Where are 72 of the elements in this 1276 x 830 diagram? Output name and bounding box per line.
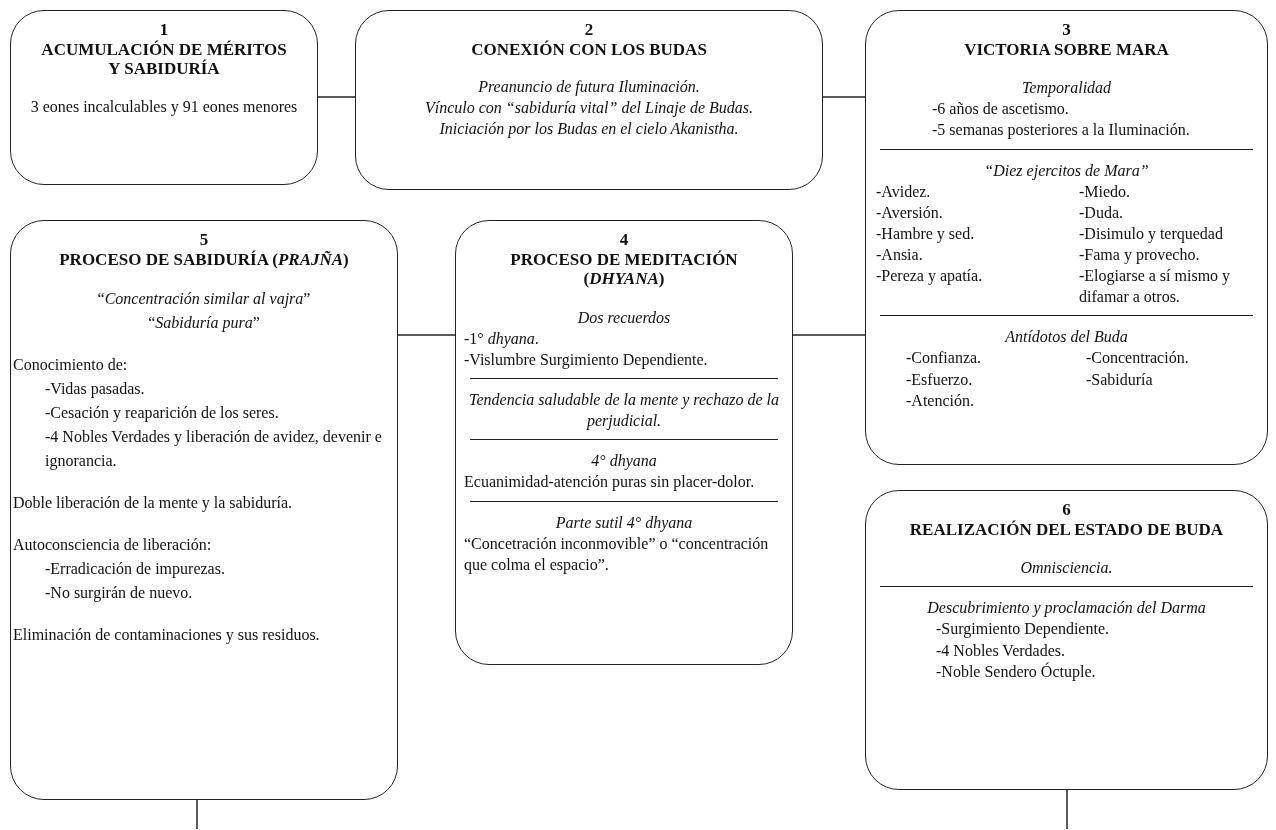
list-item: -Pereza y apatía.	[876, 266, 984, 287]
connector-line	[397, 334, 456, 336]
body-text: “Concetración inconmovible” o “concentración que colma el espacio”.	[464, 533, 770, 575]
subheading: “Diez ejercitos de Mara”	[983, 160, 1150, 181]
list-item: -Confianza.	[906, 348, 983, 369]
list-item: -Concentración.	[1086, 348, 1190, 369]
list-item: -Duda.	[1079, 202, 1124, 223]
rounded-box	[355, 10, 823, 190]
connector-line	[822, 96, 866, 98]
step-title: CONEXIÓN CON LOS BUDAS	[470, 39, 708, 60]
step-title: ACUMULACIÓN DE MÉRITOS Y SABIDURÍA	[40, 39, 288, 79]
list-item: -Surgimiento Dependiente.	[935, 619, 1110, 640]
connector-line	[317, 96, 356, 98]
list-item: -Atención.	[906, 390, 975, 411]
step-title: PROCESO DE SABIDURÍA (PRAJÑA)	[58, 249, 350, 270]
subheading: Omnisciencia.	[1019, 558, 1114, 579]
step-number: 1	[158, 21, 170, 40]
list-item: -Erradicación de impurezas.	[44, 559, 226, 580]
list-item: -Sabiduría	[1086, 369, 1154, 390]
list-item: -Esfuerzo.	[906, 369, 974, 390]
step-title: VICTORIA SOBRE MARA	[963, 39, 1170, 60]
body-text: Eliminación de contaminaciones y sus residuos.	[13, 625, 321, 646]
connector-line	[1066, 789, 1068, 830]
step-number: 5	[198, 231, 210, 250]
list-item: -Hambre y sed.	[876, 223, 976, 244]
connector-line	[196, 799, 198, 830]
list-item: -Noble Sendero Óctuple.	[935, 661, 1097, 682]
body-text: Ecuanimidad-atención puras sin placer-dolor.	[464, 472, 756, 493]
subheading: Antídotos del Buda	[1003, 327, 1129, 348]
list-item: -Avidez.	[876, 181, 932, 202]
body-text: -Vislumbre Surgimiento Dependiente.	[464, 350, 709, 371]
list-item: -4 Nobles Verdades y liberación de avidez, devenir e ignorancia.	[44, 427, 383, 472]
step-number: 2	[583, 21, 595, 40]
step-number: 3	[1061, 21, 1072, 40]
list-item: -Aversión.	[876, 202, 944, 223]
list-item: -Ansia.	[876, 245, 924, 265]
subheading: Dos recuerdos	[576, 307, 672, 328]
list-item: -Cesación y reaparición de los seres.	[44, 403, 280, 424]
rounded-box	[455, 220, 793, 665]
body-text: Doble liberación de la mente y la sabiduría.	[13, 493, 293, 514]
body-text: 3 eones incalculables y 91 eones menores	[29, 96, 299, 118]
body-text: Autoconsciencia de liberación:	[13, 535, 213, 556]
list-item: -No surgirán de nuevo.	[44, 583, 194, 604]
subheading: Parte sutil 4° dhyana	[554, 512, 694, 533]
list-item: -4 Nobles Verdades.	[935, 640, 1066, 661]
rounded-box	[10, 220, 398, 800]
list-item: -6 años de ascetismo.	[931, 99, 1070, 120]
body-text: -1° dhyana.	[464, 328, 540, 349]
subheading: Temporalidad	[1020, 78, 1113, 99]
body-text: “Sabiduría pura”	[147, 313, 261, 334]
subheading: 4° dhyana	[590, 451, 658, 472]
body-text: “Concentración similar al vajra”	[96, 289, 312, 310]
subheading: Vínculo con “sabiduría vital” del Linaje de Budas.	[424, 98, 754, 119]
subheading: Tendencia saludable de la mente y rechazo de la perjudicial.	[468, 390, 780, 432]
list-item: -Disimulo y terquedad	[1079, 223, 1224, 244]
subheading: Descubrimiento y proclamación del Darma	[926, 598, 1207, 619]
rounded-box	[865, 10, 1268, 465]
list-item: -Vidas pasadas.	[44, 379, 146, 400]
connector-line	[792, 334, 866, 336]
subheading: Preanuncio de futura Iluminación.	[477, 77, 701, 98]
list-item: -Fama y provecho.	[1079, 245, 1201, 266]
body-text: Conocimiento de:	[13, 355, 129, 376]
rounded-box	[10, 10, 318, 185]
step-title: PROCESO DE MEDITACIÓN (DHYANA)	[509, 249, 739, 289]
list-item: -Elogiarse a sí mismo y difamar a otros.	[1079, 266, 1232, 308]
subheading: Iniciación por los Budas en el cielo Akanistha.	[438, 118, 740, 140]
step-number: 6	[1061, 501, 1072, 520]
step-title: REALIZACIÓN DEL ESTADO DE BUDA	[908, 519, 1225, 540]
rounded-box	[865, 490, 1268, 790]
list-item: -5 semanas posteriores a la Iluminación.	[931, 120, 1191, 141]
list-item: -Miedo.	[1079, 181, 1132, 202]
step-number: 4	[618, 231, 630, 250]
